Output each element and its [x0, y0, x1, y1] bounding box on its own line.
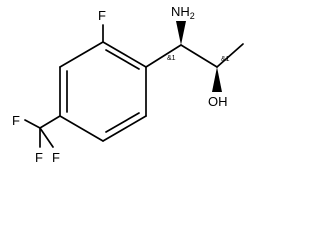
wedge-c2-oh — [212, 67, 222, 92]
atom-f-aryl: F — [98, 8, 106, 23]
atom-cf3-f1: F — [12, 113, 20, 128]
atom-cf3-f3: F — [52, 150, 60, 165]
wedge-c1-nh2 — [176, 21, 186, 45]
bond-ring-cf3 — [39, 115, 61, 129]
bond-cf3-f3 — [39, 127, 54, 148]
atom-cf3-f2: F — [35, 150, 43, 165]
atom-oh: OH — [208, 94, 228, 109]
bond-c1-c2 — [180, 44, 218, 68]
bond-cf3-f1 — [24, 119, 41, 129]
stereo-label-c1: &1 — [167, 55, 176, 62]
molecule-structure: F NH2 OH F F F &1 &1 — [12, 4, 244, 165]
bond-ring-c1 — [145, 44, 182, 68]
bond-c2-ch3 — [216, 43, 244, 68]
stereo-label-c2: &1 — [221, 56, 230, 63]
benzene-ring — [59, 41, 147, 142]
atom-nh2: NH2 — [171, 4, 195, 21]
